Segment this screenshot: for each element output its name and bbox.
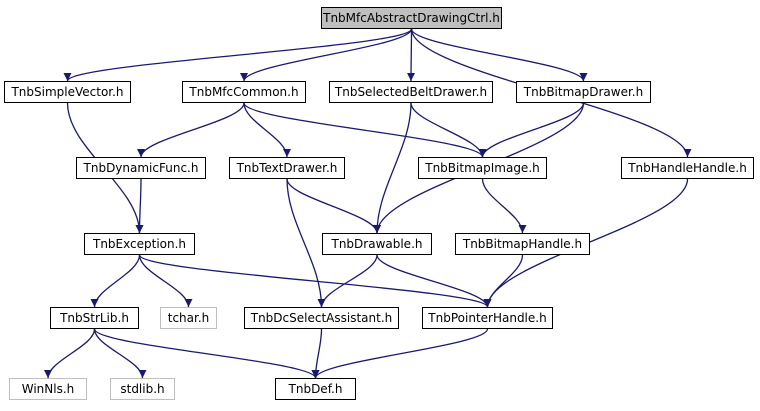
edge-selectedbeltdrawer-to-bitmapimage <box>410 102 487 158</box>
node-tnbbitmapimage[interactable]: TnbBitmapImage.h <box>418 157 547 179</box>
node-tnbdynamicfunc[interactable]: TnbDynamicFunc.h <box>76 157 206 179</box>
edge-bitmapimage-to-bitmaphandle <box>481 178 527 234</box>
edge-textdrawer-to-dcselectassistant <box>286 178 326 308</box>
edge-root-to-bitmapdrawer <box>410 28 588 82</box>
node-tnbexception[interactable]: TnbException.h <box>84 233 195 255</box>
edge-mfccommon-to-dynamicfunc <box>137 102 245 158</box>
edge-dcselectassistant-to-def <box>311 328 323 379</box>
edge-dynamicfunc-to-exception <box>135 178 144 234</box>
node-tnbstrlib[interactable]: TnbStrLib.h <box>50 307 139 329</box>
edge-root-to-mfccommon <box>240 28 413 82</box>
edge-root-to-selectedbeltdrawer <box>407 28 416 82</box>
edge-textdrawer-to-drawable <box>286 178 381 234</box>
node-tnbdrawable[interactable]: TnbDrawable.h <box>322 233 432 255</box>
edge-root-to-simplevector <box>63 28 413 82</box>
edge-bitmapdrawer-to-bitmapimage <box>478 102 585 158</box>
edge-drawable-to-pointerhandle <box>376 254 492 308</box>
node-tnbselectedbeltdrawer[interactable]: TnbSelectedBeltDrawer.h <box>329 81 493 103</box>
edge-strlib-to-stdlib <box>93 328 147 379</box>
edge-mfccommon-to-textdrawer <box>243 102 291 158</box>
node-winnls: WinNls.h <box>9 378 87 400</box>
node-tnbbitmaphandle[interactable]: TnbBitmapHandle.h <box>455 233 590 255</box>
edge-mfccommon-to-bitmapimage <box>243 102 487 158</box>
edge-selectedbeltdrawer-to-drawable <box>373 102 412 234</box>
node-tnbdef[interactable]: TnbDef.h <box>275 378 356 400</box>
edge-pointerhandle-to-def <box>311 328 489 379</box>
edge-exception-to-pointerhandle <box>138 254 492 308</box>
node-tnbsimplevector[interactable]: TnbSimpleVector.h <box>4 81 131 103</box>
edge-drawable-to-dcselectassistant <box>317 254 378 308</box>
node-tnbmfcabstractdrawingctrl[interactable]: TnbMfcAbstractDrawingCtrl.h <box>321 7 502 29</box>
node-tnbpointerhandle[interactable]: TnbPointerHandle.h <box>422 307 553 329</box>
node-tnbdcselectassistant[interactable]: TnbDcSelectAssistant.h <box>244 307 399 329</box>
node-tnbtextdrawer[interactable]: TnbTextDrawer.h <box>229 157 345 179</box>
edge-strlib-to-def <box>93 328 320 379</box>
edge-exception-to-strlib <box>90 254 141 308</box>
node-tchar: tchar.h <box>160 307 217 329</box>
edge-strlib-to-winnls <box>44 328 96 379</box>
node-tnbmfccommon[interactable]: TnbMfcCommon.h <box>182 81 306 103</box>
node-tnbbitmapdrawer[interactable]: TnbBitmapDrawer.h <box>516 81 651 103</box>
node-stdlib: stdlib.h <box>110 378 175 400</box>
edge-exception-to-tchar <box>138 254 193 308</box>
node-tnbhandlehandle[interactable]: TnbHandleHandle.h <box>621 157 754 179</box>
edge-bitmaphandle-to-pointerhandle <box>483 254 524 308</box>
